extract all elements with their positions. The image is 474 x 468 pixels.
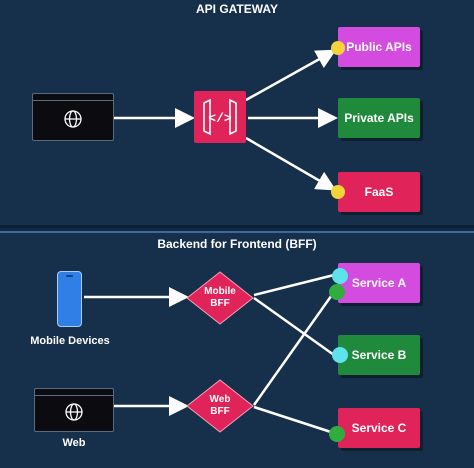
connector-webbff-serviceA — [252, 291, 336, 406]
public-apis-dot — [331, 41, 345, 55]
service-c-label: Service C — [351, 421, 407, 435]
private-apis-label: Private APIs — [344, 111, 414, 125]
browser-globe-icon — [65, 403, 83, 421]
public-apis-box: Public APIs — [338, 27, 420, 67]
web-browser — [34, 388, 114, 432]
api-gateway-node: </> — [194, 91, 246, 143]
browser-globe-icon — [64, 110, 82, 128]
mobile-bff-line1: Mobile — [204, 286, 236, 297]
faas-dot — [331, 185, 345, 199]
faas-label: FaaS — [364, 185, 394, 199]
web-bff-line2: BFF — [210, 406, 230, 417]
service-b-box: Service B — [338, 335, 420, 375]
public-apis-label: Public APIs — [346, 40, 412, 54]
mobile-phone-icon — [57, 271, 82, 327]
service-a-label: Service A — [351, 276, 407, 290]
bff-title: Backend for Frontend (BFF) — [157, 237, 317, 251]
faas-box: FaaS — [338, 172, 420, 212]
service-a-box: Service A — [338, 263, 420, 303]
service-a-dot-green — [329, 284, 345, 300]
mobile-devices-label: Mobile Devices — [30, 335, 110, 347]
service-b-label: Service B — [351, 348, 407, 362]
api-gateway-icon: </> — [203, 98, 237, 136]
mobile-bff-line2: BFF — [210, 298, 230, 309]
web-bff-line1: Web — [209, 394, 231, 405]
client-browser — [32, 93, 114, 141]
connector-gateway-public — [245, 49, 337, 102]
svg-text:</>: </> — [208, 111, 232, 126]
service-c-box: Service C — [338, 408, 420, 448]
connector-mobilebff-serviceA — [253, 273, 335, 297]
service-c-dot — [329, 426, 345, 442]
private-apis-box: Private APIs — [338, 98, 420, 138]
connector-gateway-faas — [245, 136, 337, 191]
connector-mobilebff-serviceB — [253, 296, 335, 357]
service-a-dot-cyan — [332, 268, 348, 284]
api-gateway-title: API GATEWAY — [195, 2, 278, 16]
connector-webbff-serviceC — [253, 405, 335, 435]
web-label: Web — [62, 437, 86, 449]
service-b-dot — [332, 347, 348, 363]
